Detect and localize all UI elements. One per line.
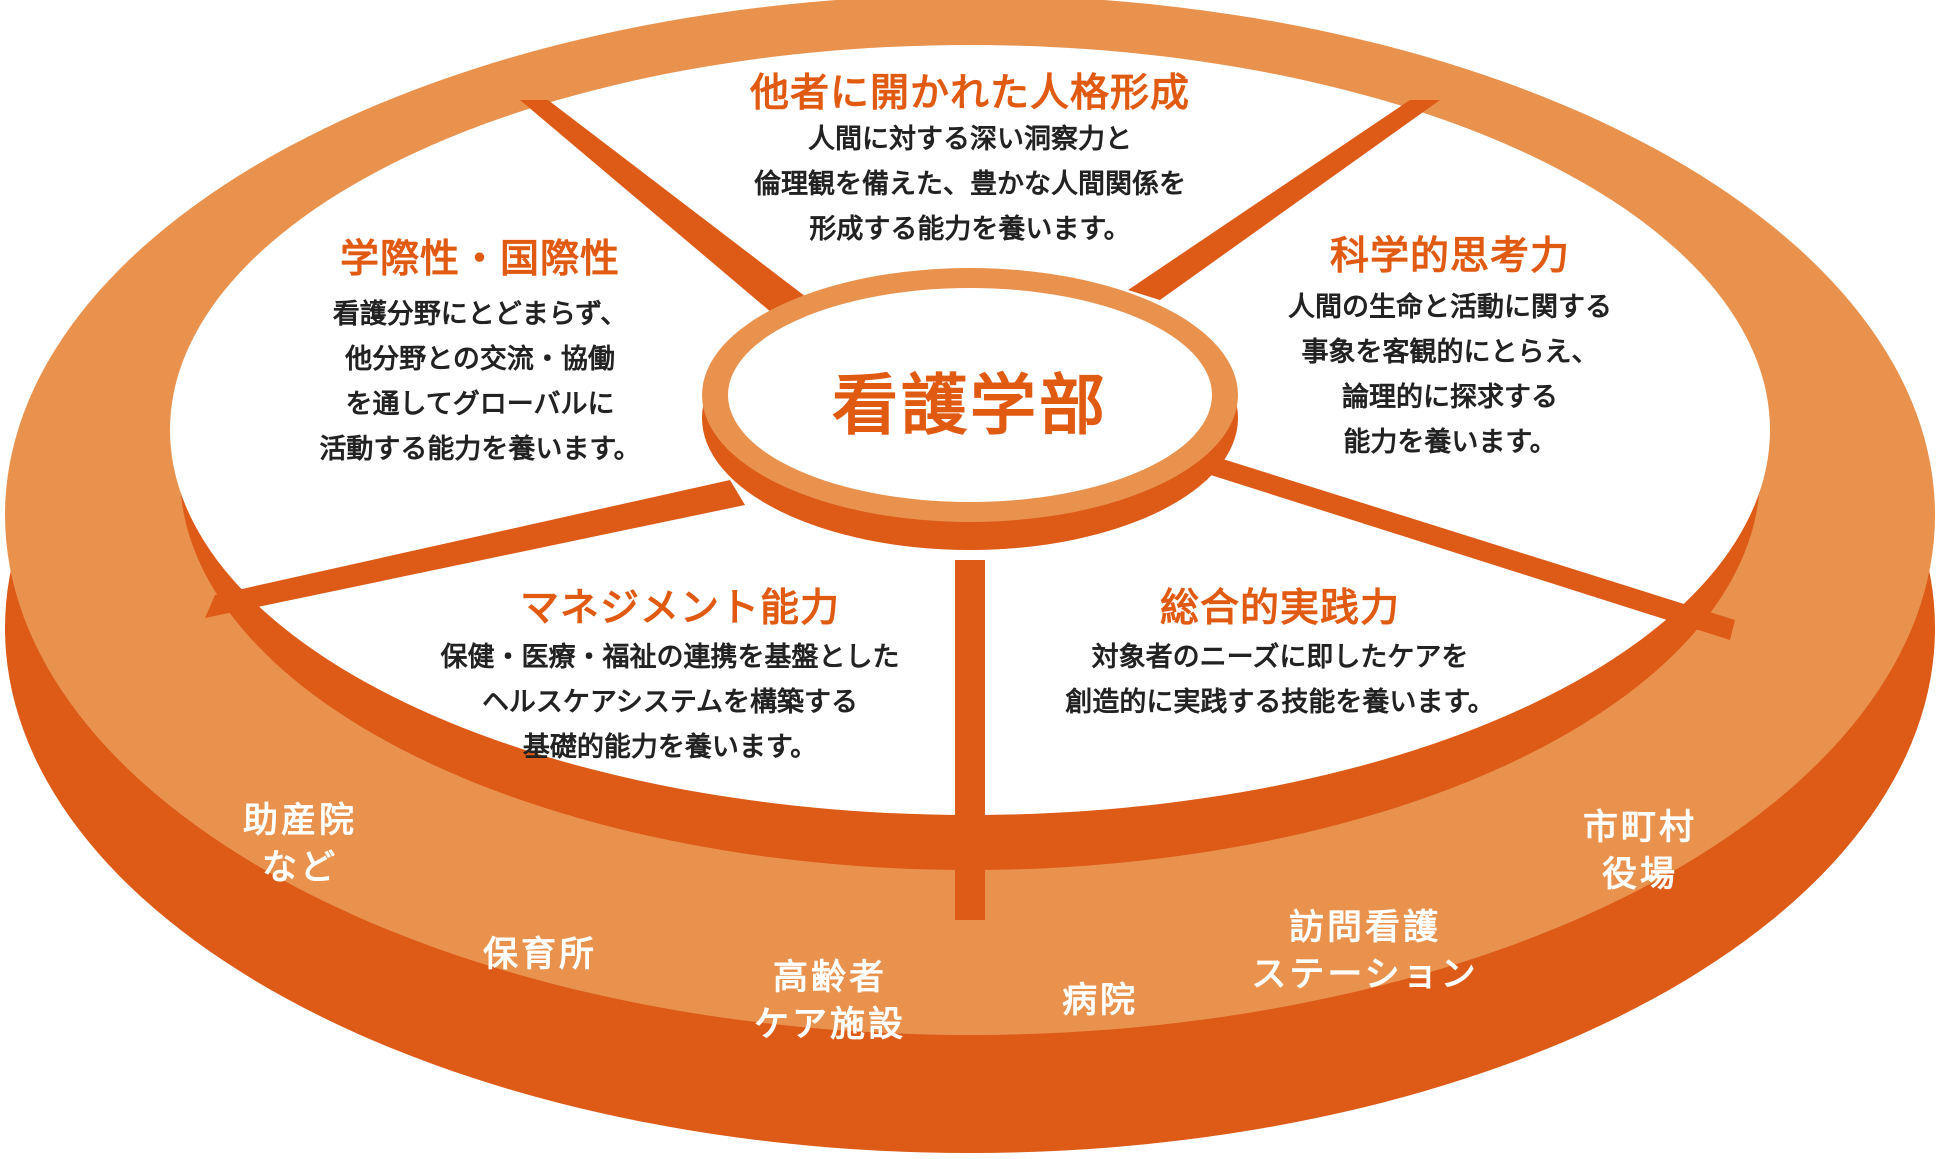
ring-place-line: など (261, 848, 338, 888)
divider-right (1195, 455, 1735, 640)
ring-place-line: 助産院 (242, 801, 357, 841)
segment-left-text: 看護分野にとどまらず、 他分野との交流・協働 を通してグローバルに 活動する能力… (250, 292, 710, 472)
ring-place-midwifery: 助産院 など (210, 798, 390, 892)
segment-bottom-right-text: 対象者のニーズに即したケアを 創造的に実践する技能を養います。 (990, 635, 1570, 725)
ring-place-municipal-office: 市町村 役場 (1550, 805, 1730, 899)
segment-right-text: 人間の生命と活動に関する 事象を客観的にとらえ、 論理的に探求する 能力を養いま… (1220, 285, 1680, 465)
segment-bottom-right-line: 対象者のニーズに即したケアを (1091, 642, 1469, 673)
ring-place-line: 役場 (1601, 855, 1678, 895)
segment-right-line: 事象を客観的にとらえ、 (1301, 337, 1599, 368)
divider-top-right (1128, 100, 1440, 300)
divider-top-left (520, 100, 810, 318)
segment-top-line: 人間に対する深い洞察力と (808, 124, 1132, 155)
ring-place-elderly-care: 高齢者 ケア施設 (720, 955, 940, 1049)
segment-top-heading: 他者に開かれた人格形成 (749, 71, 1190, 116)
divider-bottom (955, 560, 985, 920)
segment-bottom-right-heading: 総合的実践力 (1159, 586, 1400, 631)
segment-left-line: 活動する能力を養います。 (319, 434, 641, 465)
segment-left-line: 他分野との交流・協働 (345, 344, 615, 375)
segment-top-line: 形成する能力を養います。 (809, 214, 1131, 245)
divider-left (205, 480, 745, 618)
ring-place-line: 保育所 (482, 935, 597, 975)
hub-center (728, 288, 1212, 502)
segment-bottom-left-line: ヘルスケアシステムを構築する (481, 687, 859, 718)
segment-left-line: 看護分野にとどまらず、 (332, 299, 628, 330)
center-label: 看護学部 (832, 367, 1108, 444)
segment-right-line: 能力を養います。 (1343, 427, 1557, 458)
ring-place-line: 訪問看護 (1288, 908, 1441, 948)
segment-bottom-right-line: 創造的に実践する技能を養います。 (1065, 687, 1495, 718)
ring-place-line: ケア施設 (753, 1005, 906, 1045)
ring-place-line: 病院 (1061, 981, 1138, 1021)
ring-place-line: ステーション (1251, 955, 1479, 995)
ring-place-nursery: 保育所 (440, 932, 640, 979)
segment-right-line: 人間の生命と活動に関する (1288, 292, 1612, 323)
segment-bottom-left-line: 基礎的能力を養います。 (522, 732, 818, 763)
ring-place-hospital: 病院 (1020, 978, 1180, 1025)
ring-place-line: 市町村 (1582, 808, 1697, 848)
segment-right-line: 論理的に探求する (1342, 382, 1558, 413)
ring-place-visiting-nursing: 訪問看護 ステーション (1220, 905, 1510, 999)
segment-top-line: 倫理観を備えた、豊かな人間関係を (754, 169, 1186, 200)
segment-bottom-left-line: 保健・医療・福祉の連携を基盤とした (440, 642, 900, 673)
segment-left-heading: 学際性・国際性 (339, 237, 620, 282)
segment-left-line: を通してグローバルに (345, 389, 615, 420)
segment-right-heading: 科学的思考力 (1329, 234, 1570, 279)
segment-bottom-left-text: 保健・医療・福祉の連携を基盤とした ヘルスケアシステムを構築する 基礎的能力を養… (380, 635, 960, 770)
segment-top-text: 人間に対する深い洞察力と 倫理観を備えた、豊かな人間関係を 形成する能力を養いま… (680, 117, 1260, 252)
segment-bottom-left-heading: マネジメント能力 (519, 586, 840, 631)
ring-place-line: 高齢者 (772, 958, 887, 998)
